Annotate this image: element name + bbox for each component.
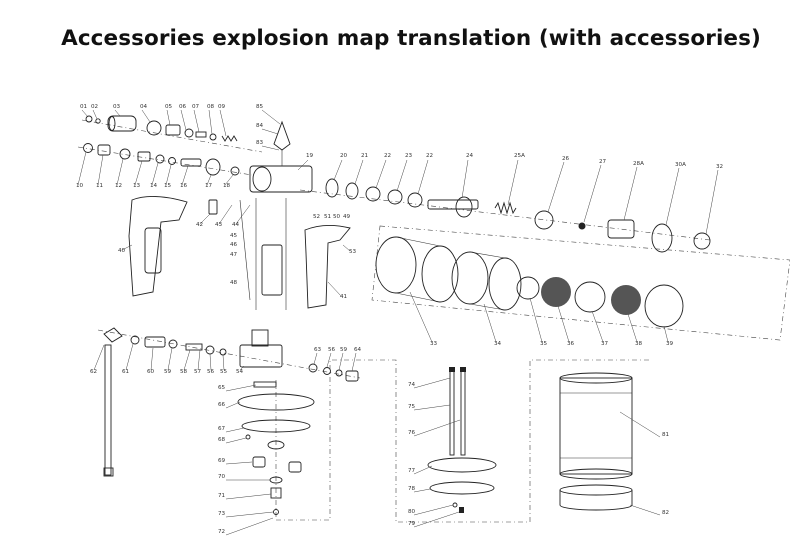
part-number-label: 50 bbox=[333, 214, 341, 220]
handle-group bbox=[121, 196, 351, 310]
part-number-label: 25A bbox=[514, 153, 525, 159]
part-number-label: 58 bbox=[180, 369, 188, 375]
part-number-label: 65 bbox=[218, 385, 226, 391]
part-number-label: 30A bbox=[675, 162, 686, 168]
part-number-label: 12 bbox=[115, 183, 122, 189]
part-number-label: 84 bbox=[256, 123, 264, 129]
part-number-label: 53 bbox=[349, 249, 357, 255]
part-number-label: 36 bbox=[567, 341, 575, 347]
part-number-label: 33 bbox=[430, 341, 438, 347]
part-number-label: 60 bbox=[147, 369, 155, 375]
part-number-label: 06 bbox=[179, 104, 187, 110]
upper-part-row bbox=[81, 109, 263, 153]
part-number-label: 18 bbox=[223, 183, 231, 189]
part-number-label: 44 bbox=[232, 222, 240, 228]
part-number-label: 73 bbox=[218, 511, 226, 517]
part-number-label: 32 bbox=[716, 164, 723, 170]
canister bbox=[559, 372, 661, 516]
part-number-label: 37 bbox=[601, 341, 609, 347]
part-number-label: 51 bbox=[324, 214, 332, 220]
part-number-label: 76 bbox=[408, 430, 416, 436]
part-number-label: 66 bbox=[218, 402, 226, 408]
part-number-label: 72 bbox=[218, 529, 225, 535]
part-number-label: 26 bbox=[562, 156, 570, 162]
part-number-label: 79 bbox=[408, 521, 416, 527]
part-number-label: 63 bbox=[314, 347, 322, 353]
part-number-label: 77 bbox=[408, 468, 416, 474]
accessory-rods bbox=[276, 359, 650, 528]
part-number-label: 74 bbox=[408, 382, 416, 388]
tube-group bbox=[371, 225, 790, 343]
lower-part-row bbox=[77, 143, 253, 186]
part-number-label: 23 bbox=[405, 153, 413, 159]
part-number-label: 70 bbox=[218, 474, 226, 480]
part-number-label: 09 bbox=[218, 104, 226, 110]
part-number-label: 85 bbox=[256, 104, 264, 110]
part-number-label: 08 bbox=[207, 104, 215, 110]
part-number-label: 52 bbox=[313, 214, 320, 220]
part-number-label: 57 bbox=[194, 369, 202, 375]
part-number-label: 59 bbox=[340, 347, 348, 353]
part-number-label: 49 bbox=[343, 214, 351, 220]
part-number-label: 43 bbox=[215, 222, 223, 228]
part-number-label: 40 bbox=[118, 248, 126, 254]
part-number-label: 48 bbox=[230, 280, 238, 286]
part-number-label: 20 bbox=[340, 153, 348, 159]
part-number-label: 45 bbox=[230, 233, 238, 239]
part-number-label: 42 bbox=[196, 222, 203, 228]
part-number-label: 67 bbox=[218, 426, 226, 432]
hose-group bbox=[93, 327, 361, 477]
part-number-label: 14 bbox=[150, 183, 158, 189]
part-number-label: 03 bbox=[113, 104, 121, 110]
part-number-label: 83 bbox=[256, 140, 264, 146]
part-number-label: 54 bbox=[236, 369, 244, 375]
part-number-label: 35 bbox=[540, 341, 548, 347]
part-number-label: 11 bbox=[96, 183, 104, 189]
part-number-label: 27 bbox=[599, 159, 607, 165]
part-number-label: 78 bbox=[408, 486, 416, 492]
part-number-label: 15 bbox=[164, 183, 172, 189]
part-number-label: 04 bbox=[140, 104, 148, 110]
base-stack bbox=[225, 380, 315, 536]
part-number-label: 24 bbox=[466, 153, 474, 159]
part-number-label: 75 bbox=[408, 404, 416, 410]
part-number-label: 59 bbox=[164, 369, 172, 375]
part-number-label: 82 bbox=[662, 510, 669, 516]
part-number-label: 68 bbox=[218, 437, 226, 443]
part-number-label: 71 bbox=[218, 493, 226, 499]
part-number-label: 01 bbox=[80, 104, 88, 110]
part-number-label: 19 bbox=[306, 153, 314, 159]
part-number-label: 22 bbox=[426, 153, 433, 159]
part-number-label: 64 bbox=[354, 347, 362, 353]
part-number-label: 02 bbox=[91, 104, 98, 110]
part-number-label: 62 bbox=[90, 369, 97, 375]
part-number-label: 47 bbox=[230, 252, 238, 258]
part-number-label: 41 bbox=[340, 294, 348, 300]
part-number-label: 81 bbox=[662, 432, 670, 438]
part-number-label: 21 bbox=[361, 153, 369, 159]
part-number-label: 55 bbox=[220, 369, 228, 375]
part-number-label: 69 bbox=[218, 458, 226, 464]
part-number-label: 22 bbox=[384, 153, 391, 159]
part-number-label: 17 bbox=[205, 183, 213, 189]
part-number-label: 80 bbox=[408, 509, 416, 515]
part-number-label: 10 bbox=[76, 183, 84, 189]
part-number-label: 38 bbox=[635, 341, 643, 347]
page-title: Accessories explosion map translation (w… bbox=[61, 26, 761, 51]
valve-part-row bbox=[299, 159, 719, 253]
part-number-label: 56 bbox=[207, 369, 215, 375]
part-number-label: 16 bbox=[180, 183, 188, 189]
part-number-label: 39 bbox=[666, 341, 674, 347]
part-number-label: 61 bbox=[122, 369, 130, 375]
part-number-label: 07 bbox=[192, 104, 200, 110]
part-number-label: 28A bbox=[633, 161, 644, 167]
part-number-label: 46 bbox=[230, 242, 238, 248]
part-number-label: 34 bbox=[494, 341, 502, 347]
part-number-label: 05 bbox=[165, 104, 173, 110]
part-number-label: 56 bbox=[328, 347, 336, 353]
cylinder-body bbox=[249, 109, 313, 193]
part-number-label: 13 bbox=[133, 183, 141, 189]
